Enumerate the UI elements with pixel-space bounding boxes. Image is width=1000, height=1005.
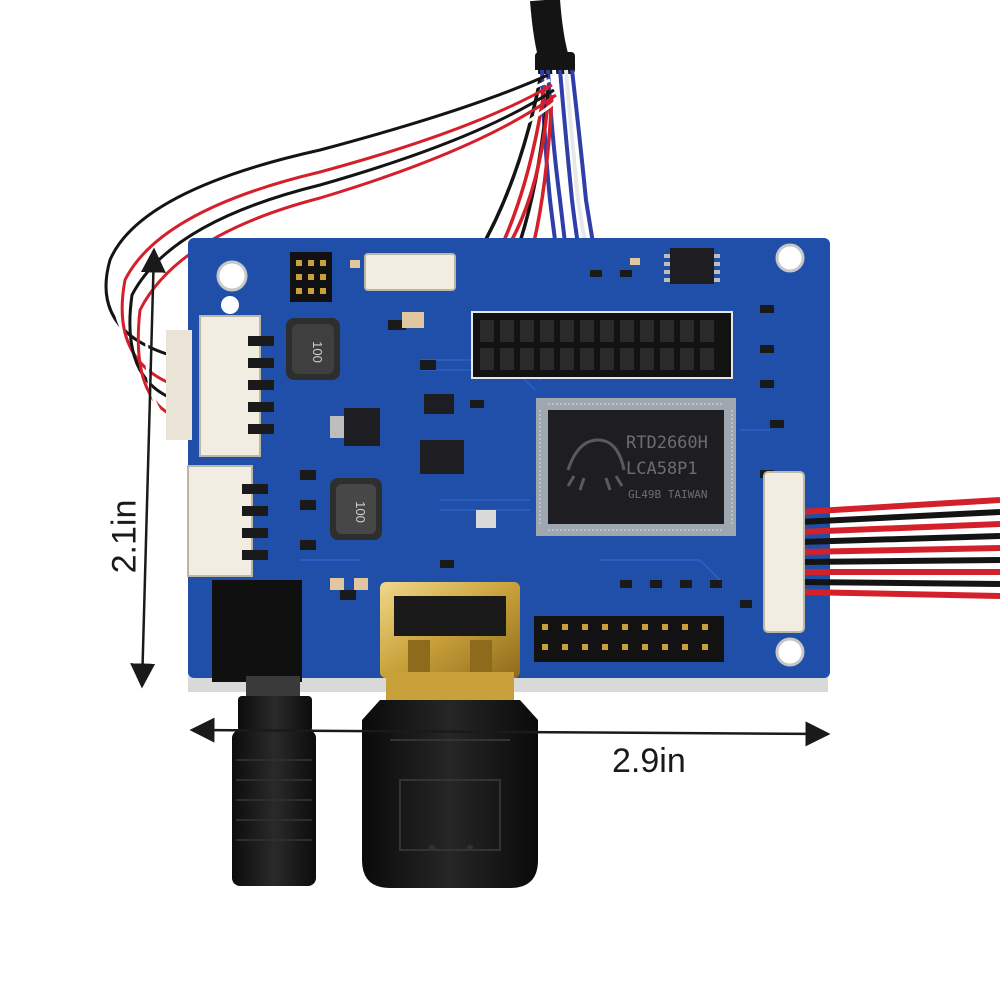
top-small-connector bbox=[364, 253, 456, 291]
svg-text:100: 100 bbox=[353, 501, 368, 523]
crystal-oscillator bbox=[476, 510, 496, 528]
small-ic bbox=[424, 394, 454, 414]
chip-marking-line2: LCA58P1 bbox=[626, 459, 698, 479]
hdmi-cable-plug bbox=[362, 700, 538, 888]
smd-capacitors bbox=[330, 258, 640, 590]
main-scaler-chip: RTD2660H LCA58P1 GL49B TAIWAN bbox=[536, 398, 736, 536]
dc-power-jack bbox=[212, 580, 316, 886]
bottom-pin-header bbox=[534, 616, 724, 662]
top-pin-header bbox=[290, 252, 332, 302]
dc-barrel-plug bbox=[232, 730, 316, 886]
width-dimension-arrow-icon bbox=[189, 717, 831, 747]
smd-components bbox=[300, 270, 784, 608]
voltage-regulator bbox=[330, 408, 380, 446]
width-dimension-label: 2.9in bbox=[612, 742, 686, 780]
inductor-bottom: 100 bbox=[330, 478, 382, 540]
height-dimension-label: 2.1in bbox=[105, 499, 144, 574]
left-connector-bottom bbox=[187, 465, 268, 577]
svg-text:100: 100 bbox=[310, 341, 325, 363]
mounting-hole bbox=[221, 296, 239, 314]
right-connector bbox=[763, 471, 805, 633]
chip-marking-line3: GL49B TAIWAN bbox=[628, 488, 707, 501]
eeprom-chip bbox=[664, 248, 720, 284]
inductor-top: 100 bbox=[286, 318, 340, 380]
mounting-hole bbox=[775, 637, 805, 667]
left-connector-top bbox=[166, 315, 274, 457]
lvds-pin-header bbox=[471, 311, 733, 379]
realtek-logo-icon bbox=[566, 438, 626, 491]
height-dimension-arrow-icon bbox=[130, 247, 166, 689]
mounting-hole bbox=[216, 260, 248, 292]
hdmi-port bbox=[380, 582, 520, 712]
mounting-hole bbox=[775, 243, 805, 273]
small-ic bbox=[420, 440, 464, 474]
chip-marking-line1: RTD2660H bbox=[626, 433, 708, 453]
right-cable bbox=[763, 471, 1000, 633]
